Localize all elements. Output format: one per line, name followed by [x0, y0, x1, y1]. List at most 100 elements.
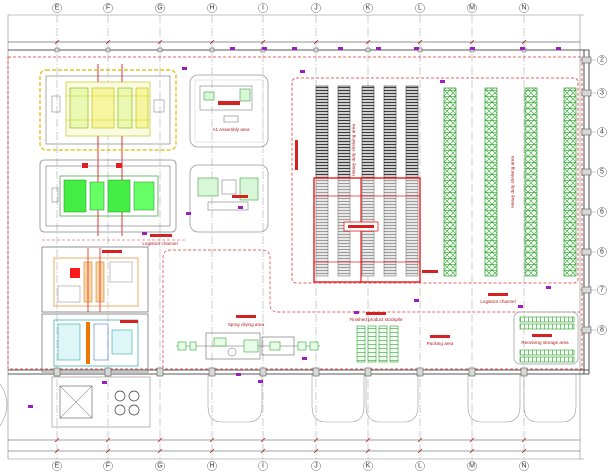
loading-dock-outline [523, 374, 577, 423]
machine-unit [91, 87, 115, 129]
reference-marker [414, 299, 419, 302]
grid-bubble [52, 461, 62, 471]
reference-marker [414, 47, 419, 50]
top-grid-label-i: I [262, 5, 264, 12]
top-grid-label-m: M [469, 5, 475, 12]
grid-bubble [597, 88, 607, 98]
teal-line-zone [41, 313, 149, 373]
machine-frame [53, 319, 139, 367]
reference-marker [440, 80, 445, 83]
zone-boundary [513, 311, 579, 365]
zone-boundary [39, 69, 177, 151]
top-grid-label-k: K [366, 5, 371, 12]
grid-bubble [415, 461, 425, 471]
assembly-bench [199, 85, 253, 111]
reference-marker [546, 286, 551, 289]
green-storage-rack [563, 87, 577, 277]
spray-drying-zone: Spray drying area [176, 315, 320, 360]
zone-boundary [39, 159, 177, 233]
loading-dock-outline [365, 374, 419, 423]
zone-inner-boundary [45, 165, 171, 227]
grid-bubble [311, 461, 321, 471]
receiving-rack [519, 323, 575, 330]
area-title-tag [430, 335, 450, 338]
pump-unit [297, 341, 307, 351]
reference-marker [262, 47, 267, 50]
grid-bubble [155, 461, 165, 471]
machine-unit [89, 181, 105, 211]
structural-column [581, 208, 592, 216]
pump-unit [309, 341, 319, 351]
reference-marker [258, 380, 263, 383]
fan-unit [128, 390, 140, 402]
assembly-station [239, 88, 251, 102]
structural-column [105, 47, 111, 53]
cyclone-separator [227, 347, 237, 357]
reference-marker [354, 311, 359, 314]
top-grid-label-e: E [55, 5, 60, 12]
green-line-zone [39, 159, 177, 233]
shelving-region [291, 77, 579, 284]
row-grid-label: 4 [600, 129, 604, 136]
reference-marker [230, 47, 235, 50]
bottom-grid-label-m: M [469, 463, 475, 470]
reference-marker [518, 305, 523, 308]
green-storage-rack [484, 87, 498, 277]
grid-bubble [103, 461, 113, 471]
grid-bubble [415, 3, 425, 13]
zone-boundary [189, 164, 269, 233]
reference-marker [102, 381, 107, 384]
bottom-grid-label-e: E [55, 463, 60, 470]
receiving-rack [519, 356, 575, 363]
structural-column [581, 56, 592, 64]
storage-rack-lower [405, 177, 419, 277]
grid-bubble [207, 3, 217, 13]
zone-boundary [41, 313, 149, 373]
finished-product-rack [356, 325, 366, 363]
reference-marker [556, 47, 561, 50]
zone-boundary [41, 246, 149, 313]
loading-dock-outline [467, 374, 521, 423]
equipment-zone-d [189, 164, 269, 233]
dark-storage-rack [361, 85, 375, 179]
reference-marker [186, 212, 191, 215]
finished-product-stockpile-label: Finished product stockpile [349, 317, 403, 322]
reference-marker [236, 373, 241, 376]
zone-inner-boundary [194, 79, 264, 143]
red-valve [116, 163, 122, 168]
generated-elements [28, 47, 592, 423]
reference-marker [292, 47, 297, 50]
logistics-channel-left-label: Logistics channel [142, 241, 177, 246]
machine-unit [239, 177, 259, 201]
dark-storage-rack [383, 85, 397, 179]
fan-unit [114, 390, 126, 402]
machine-frame [59, 175, 159, 217]
fan-unit [128, 404, 140, 416]
receiving-storage-area-label: Receiving storage area [521, 340, 569, 345]
top-grid-label-h: H [209, 5, 214, 12]
machine-unit [57, 285, 81, 303]
structural-column [54, 47, 60, 53]
logistics-channel-right-label: Logistics channel [480, 299, 515, 304]
structural-column [581, 248, 592, 256]
machine-unit [93, 323, 109, 361]
reference-marker [338, 47, 343, 50]
reference-marker [302, 357, 307, 360]
area-title-tag [532, 334, 552, 337]
structural-column [312, 367, 320, 377]
reference-marker [520, 47, 525, 50]
door-swing-arc [0, 383, 8, 427]
bottom-grid-label-g: G [157, 463, 162, 470]
storage-rack-lower [315, 177, 329, 277]
green-storage-rack [443, 87, 457, 277]
row-grid-label: 6 [600, 209, 604, 216]
grid-bubble [597, 55, 607, 65]
spray-nozzle-unit [243, 339, 259, 353]
shelving-region-boundary [291, 77, 579, 284]
area-title-tag [102, 250, 122, 253]
structural-column [209, 47, 215, 53]
structural-column [157, 47, 163, 53]
